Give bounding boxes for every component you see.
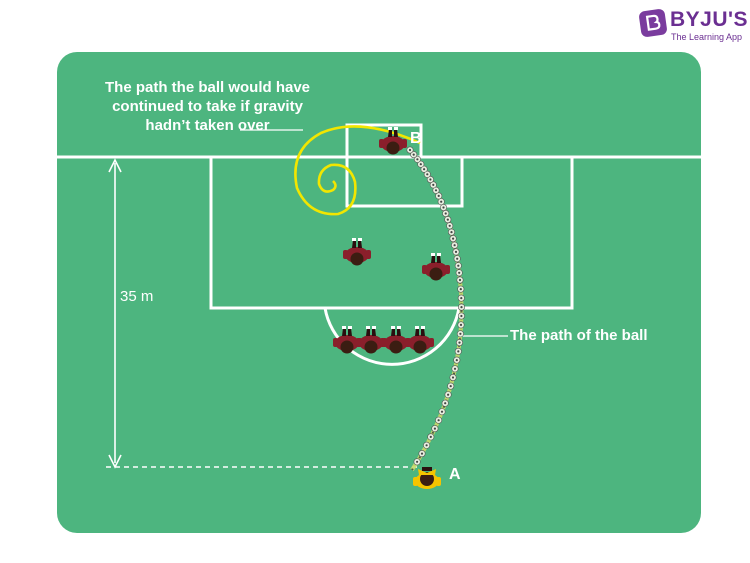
wall-player: [406, 326, 434, 354]
brand-logo-group: BYJU'S The Learning App: [638, 8, 749, 42]
ball-icon: [447, 382, 455, 390]
defending-players: [343, 127, 450, 281]
player-defender: [343, 238, 371, 266]
ball-icon: [437, 198, 445, 206]
ball-icon: [457, 303, 466, 311]
ball-icon: [452, 248, 460, 256]
brand-name: BYJU'S: [670, 8, 749, 31]
ball-icon: [457, 321, 465, 329]
ball-icon: [431, 424, 439, 433]
ball-icon: [434, 416, 443, 424]
gravity-spiral: [240, 125, 421, 216]
distance-label: 35 m: [120, 288, 154, 305]
brand-tagline: The Learning App: [671, 32, 743, 42]
defensive-wall: [333, 326, 434, 354]
caption-line: continued to take if gravity: [112, 98, 303, 115]
ball-icon: [442, 209, 450, 218]
pitch-markings: [57, 123, 701, 366]
ball-icon: [456, 276, 464, 284]
ball-icon: [413, 458, 421, 466]
ball-icon: [444, 391, 452, 399]
ball-icon: [444, 215, 452, 224]
ball-icon: [441, 399, 449, 407]
ball-icon: [447, 228, 456, 236]
ball-icon: [453, 356, 461, 364]
caption-line: hadn’t taken over: [145, 117, 270, 134]
ball-icon: [418, 449, 426, 458]
caption-line: The path the ball would have: [105, 79, 311, 96]
ball-icon: [455, 338, 464, 347]
ball-icon: [454, 262, 462, 270]
player-defender: [422, 253, 450, 281]
ball-icon: [453, 255, 461, 263]
ball-icon: [439, 203, 448, 212]
ball-icon: [449, 373, 457, 382]
ball-icon: [438, 408, 446, 416]
gravity-path-caption: The path the ball would have continued t…: [105, 78, 310, 135]
ball-icon: [422, 441, 431, 449]
ball-icon: [427, 433, 435, 441]
football-pitch: [57, 52, 701, 533]
ball-path-caption: The path of the ball: [510, 327, 648, 344]
ball-icon: [457, 312, 466, 320]
ball-icon: [451, 365, 459, 373]
ball-icon: [457, 294, 465, 302]
ball-icon: [454, 347, 462, 356]
ball-icon: [449, 234, 457, 243]
ball-icon: [446, 222, 454, 230]
wall-player: [357, 326, 385, 354]
ball-icon: [456, 330, 465, 338]
ball-icon: [450, 241, 459, 249]
wall-player: [382, 326, 410, 354]
byjus-logo-icon: [638, 8, 668, 38]
point-b-label: B: [410, 130, 422, 147]
wall-player: [333, 326, 361, 354]
distance-marker: [106, 158, 420, 469]
ball-icon: [457, 285, 465, 293]
ball-icon: [455, 269, 463, 277]
point-a-label: A: [449, 466, 461, 483]
kicker-player: [413, 467, 441, 489]
